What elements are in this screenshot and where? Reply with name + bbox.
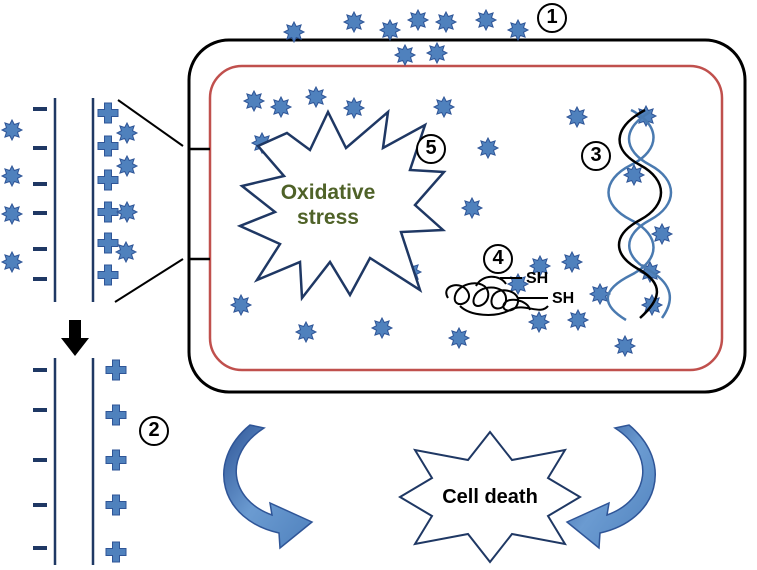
thiol-label-1: SH: [526, 270, 549, 287]
down-arrow-icon: [61, 320, 89, 356]
marker-5: 5: [416, 134, 446, 164]
oxidative-stress-label: Oxidative stress: [268, 180, 388, 230]
marker-1: 1: [537, 3, 567, 33]
thiol-label-2: SH: [552, 290, 575, 307]
dna-helix: [606, 108, 673, 322]
oxidative-stress-burst: [236, 108, 447, 302]
curved-arrow-icon: [223, 424, 314, 550]
protein-with-thiols: [445, 275, 549, 316]
cell-death-label: Cell death: [442, 486, 538, 508]
marker-4: 4: [483, 244, 513, 274]
membrane-zoom-intact: [1, 98, 138, 302]
cell-death-burst: [398, 430, 582, 564]
inner-cell-membrane: [208, 64, 724, 372]
marker-3: 3: [581, 141, 611, 171]
oxidative-stress-line1: Oxidative: [280, 181, 376, 204]
curved-arrow-icon: [565, 424, 656, 550]
oxidative-stress-line2: stress: [297, 206, 359, 229]
zoom-line-top: [117, 99, 184, 147]
membrane-zoom-depolarized: [33, 358, 127, 565]
zoom-line-bottom: [114, 258, 184, 303]
marker-2: 2: [139, 416, 169, 446]
